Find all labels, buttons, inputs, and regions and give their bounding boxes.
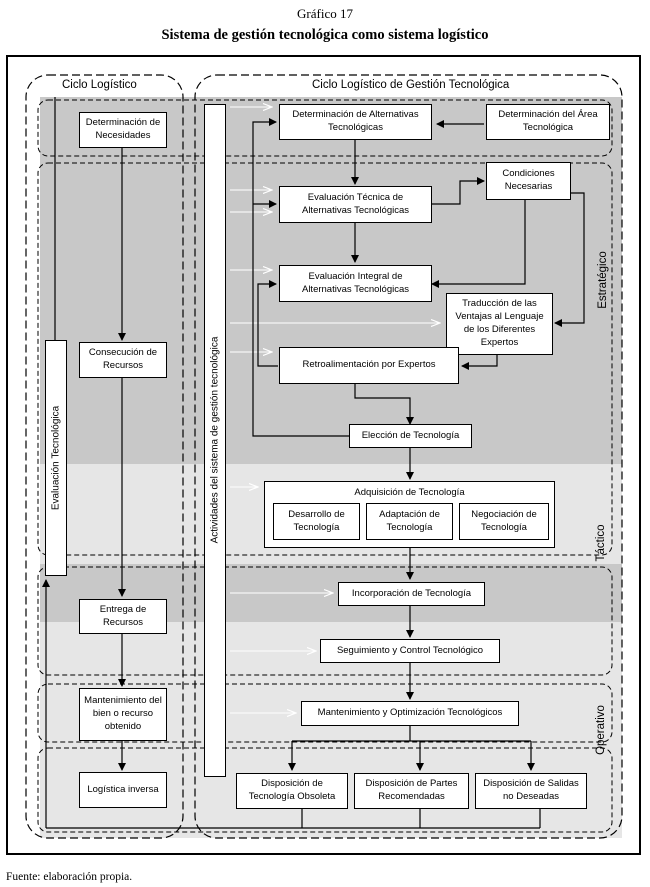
box-translation: Traducción de las Ventajas al Lenguaje d… [446,293,553,355]
box-incorporation: Incorporación de Tecnología [338,582,485,606]
operative-level-label: Operativo [595,705,607,755]
strategic-level-label: Estratégico [597,251,609,309]
logistic-cycle-label: Ciclo Logístico [58,79,141,91]
box-needs: Determinación de Necesidades [79,112,167,148]
box-technical-eval: Evaluación Técnica de Alternativas Tecno… [279,186,432,223]
evaluation-bar [45,340,67,576]
box-parts: Disposición de Partes Recomendadas [354,773,469,809]
box-reverse: Logística inversa [79,772,167,808]
tech-cycle-label: Ciclo Logístico de Gestión Tecnológica [308,79,514,91]
flow-connectors [42,97,585,829]
box-adaptation: Adaptación de Tecnología [366,503,453,540]
diagram-frame [6,55,641,855]
activities-bar-label: Actividades del sistema de gestión tecno… [209,336,221,544]
box-optimization: Mantenimiento y Optimización Tecnológico… [301,701,519,726]
box-development: Desarrollo de Tecnología [273,503,360,540]
box-outputs: Disposición de Salidas no Deseadas [475,773,587,809]
box-obsolete: Disposición de Tecnología Obsoleta [236,773,348,809]
box-monitoring: Seguimiento y Control Tecnológico [320,639,500,663]
activities-bar [204,104,226,777]
figure-caption-label: Gráfico 17 [297,6,353,21]
box-resources: Consecución de Recursos [79,342,167,378]
box-alternatives: Determinación de Alternativas Tecnológic… [279,104,432,140]
box-maintenance: Mantenimiento del bien o recurso obtenid… [79,688,167,741]
figure-title: Sistema de gestión tecnológica como sist… [161,27,489,43]
box-feedback: Retroalimentación por Expertos [279,347,459,384]
box-selection: Elección de Tecnología [349,424,472,448]
figure-source: Fuente: elaboración propia. [6,871,133,883]
logistic-cycle-column [25,74,184,839]
acquisition-title: Adquisición de Tecnología [354,487,465,498]
box-conditions: Condiciones Necesarias [486,162,571,200]
box-area: Determinación del Área Tecnológica [486,104,610,140]
box-negotiation: Negociación de Tecnología [459,503,549,540]
box-integral-eval: Evaluación Integral de Alternativas Tecn… [279,265,432,302]
evaluation-bar-label: Evaluación Tecnológica [50,405,62,511]
tactical-level-label: Táctico [595,524,607,562]
tech-cycle-column [194,74,623,839]
box-delivery: Entrega de Recursos [79,599,167,634]
activity-arrows [230,107,440,713]
row-outlines [37,99,613,833]
